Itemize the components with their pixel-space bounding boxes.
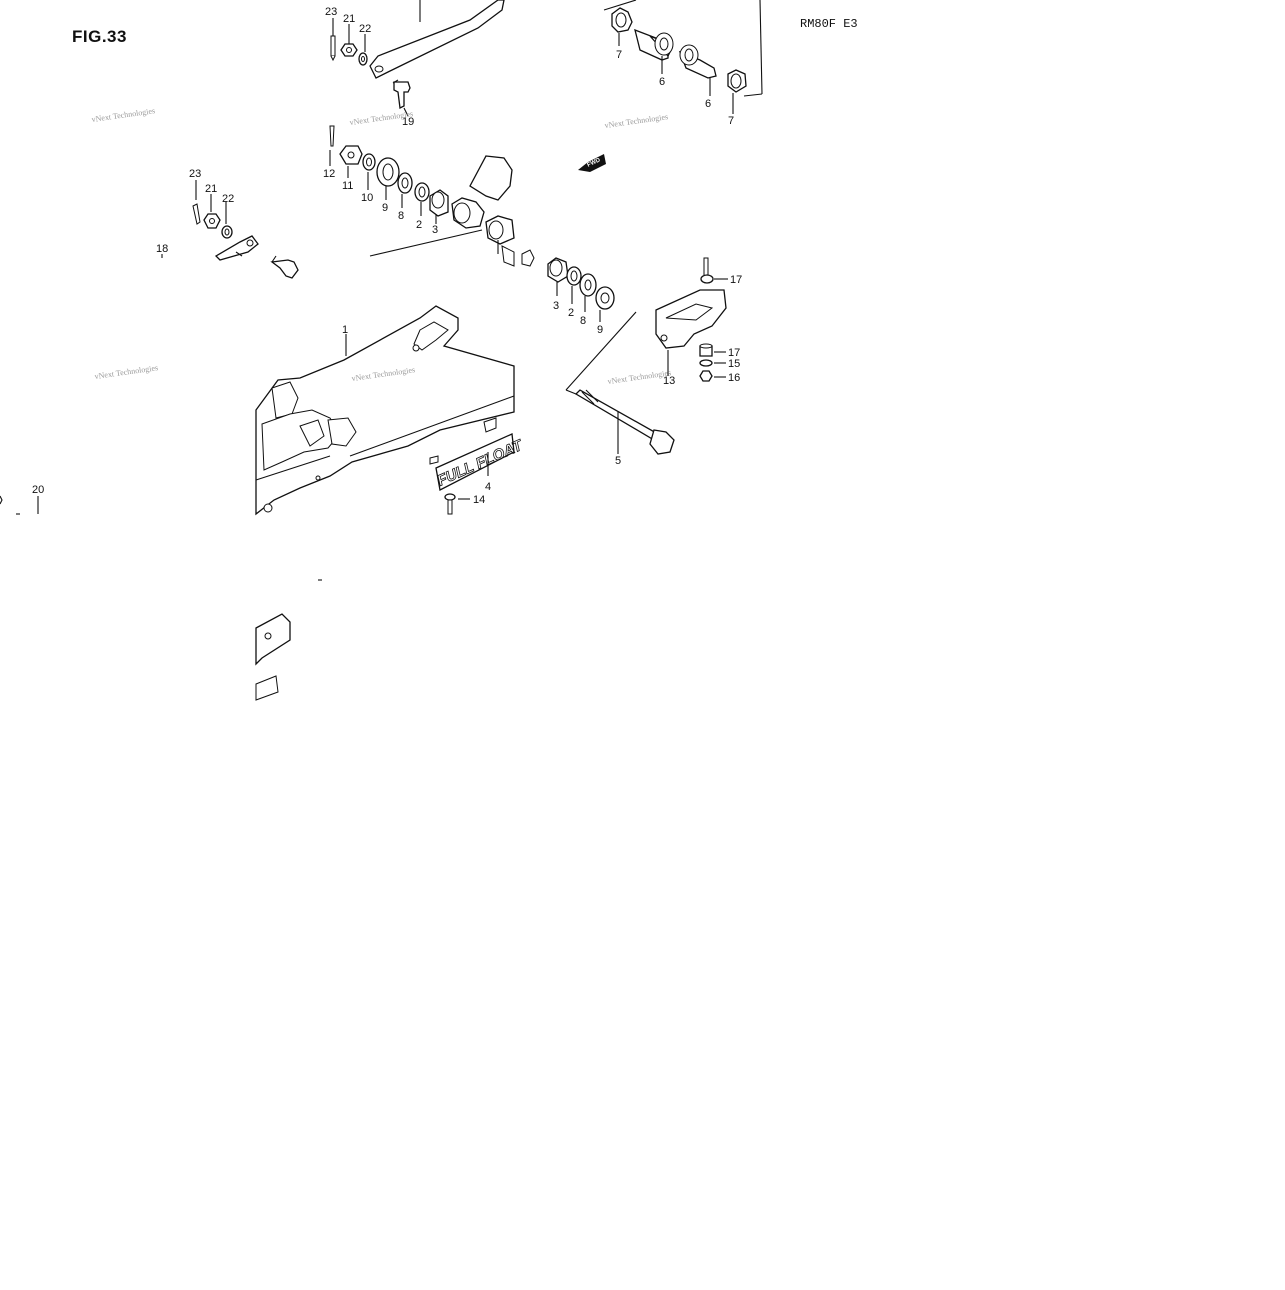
- callout-22-top: 22: [359, 23, 371, 35]
- watermark-1: vNext Technologies: [91, 106, 156, 124]
- callout-12: 12: [323, 168, 335, 180]
- callout-16: 16: [728, 372, 740, 384]
- spacer-17-bottom: [699, 343, 726, 357]
- callout-21-top: 21: [343, 13, 355, 25]
- callout-8-right: 8: [580, 315, 586, 327]
- nut-21-left: [203, 194, 221, 229]
- callout-9-right: 9: [597, 324, 603, 336]
- callout-3-right: 3: [553, 300, 559, 312]
- callout-1: 1: [342, 324, 348, 336]
- part-20: [0, 495, 39, 515]
- callout-21-left: 21: [205, 183, 217, 195]
- washer-22-top: [358, 34, 368, 66]
- figure-title: FIG.33: [72, 27, 127, 46]
- watermark-3: vNext Technologies: [604, 112, 669, 130]
- callout-10: 10: [361, 192, 373, 204]
- callout-17-top: 17: [730, 274, 742, 286]
- callout-17-bottom: 17: [728, 347, 740, 359]
- callout-2-right: 2: [568, 307, 574, 319]
- watermark-6: vNext Technologies: [607, 368, 672, 386]
- seal-9-left: [376, 157, 400, 200]
- washer-22-left: [221, 202, 233, 239]
- washer-8-left: [397, 172, 413, 208]
- callout-15: 15: [728, 358, 740, 370]
- callout-18: 18: [156, 243, 168, 255]
- callout-20: 20: [32, 484, 44, 496]
- callout-2-left: 2: [416, 219, 422, 231]
- callout-9-left: 9: [382, 202, 388, 214]
- bolt-19: [392, 79, 411, 117]
- watermark-4: vNext Technologies: [94, 363, 159, 381]
- cotter-pin-23-left: [192, 180, 201, 225]
- model-code: RM80F E3: [800, 17, 858, 31]
- chain-guide-13: [655, 289, 727, 376]
- nut-11: [339, 145, 363, 178]
- seal-9-right: [595, 286, 615, 322]
- upper-link-arm: [369, 0, 505, 79]
- callout-6-left: 6: [659, 76, 665, 88]
- callout-4: 4: [485, 481, 491, 493]
- callout-3-left: 3: [432, 224, 438, 236]
- callout-11: 11: [342, 180, 353, 192]
- washer-15: [699, 359, 726, 367]
- bearing-2-left: [414, 182, 430, 216]
- bolt-14: [444, 493, 470, 515]
- brand-decal-4: FULL FLOAT: [434, 433, 527, 491]
- pivot-bolt-5: [565, 311, 675, 455]
- screw-17-top: [700, 257, 728, 284]
- bearing-3-left: [429, 189, 449, 224]
- callout-22-left: 22: [222, 193, 234, 205]
- washer-8-right: [579, 273, 597, 312]
- nut-21-top: [340, 24, 358, 57]
- pivot-bushings-group: [603, 0, 763, 114]
- callout-8-left: 8: [398, 210, 404, 222]
- callout-14: 14: [473, 494, 485, 506]
- cotter-pin-12: [329, 125, 335, 166]
- callout-13: 13: [663, 375, 675, 387]
- callout-7-right: 7: [728, 115, 734, 127]
- callout-23-top: 23: [325, 6, 337, 18]
- swingarm-pivot-tube: [369, 155, 535, 267]
- bolt-left-18: [270, 255, 299, 279]
- swingarm-1: [255, 305, 515, 516]
- lower-fragment: [255, 579, 322, 701]
- callout-23-left: 23: [189, 168, 201, 180]
- bearing-3-right: [547, 257, 569, 296]
- washer-10: [362, 153, 376, 190]
- nut-16: [699, 370, 726, 382]
- callout-19: 19: [402, 116, 414, 128]
- callout-labels: 1 2 2 3 3 4 5 6 6 7 7 8 8 9 9 10 11 12 1…: [32, 6, 742, 506]
- fwd-arrow-label: FWD: [586, 157, 602, 168]
- bearing-2-right: [566, 266, 582, 304]
- callout-6-right: 6: [705, 98, 711, 110]
- cotter-pin-23-top: [330, 18, 336, 62]
- callout-5: 5: [615, 455, 621, 467]
- fwd-arrow-icon: FWD: [578, 154, 606, 172]
- callout-7-left: 7: [616, 49, 622, 61]
- link-plate-18: [161, 235, 259, 261]
